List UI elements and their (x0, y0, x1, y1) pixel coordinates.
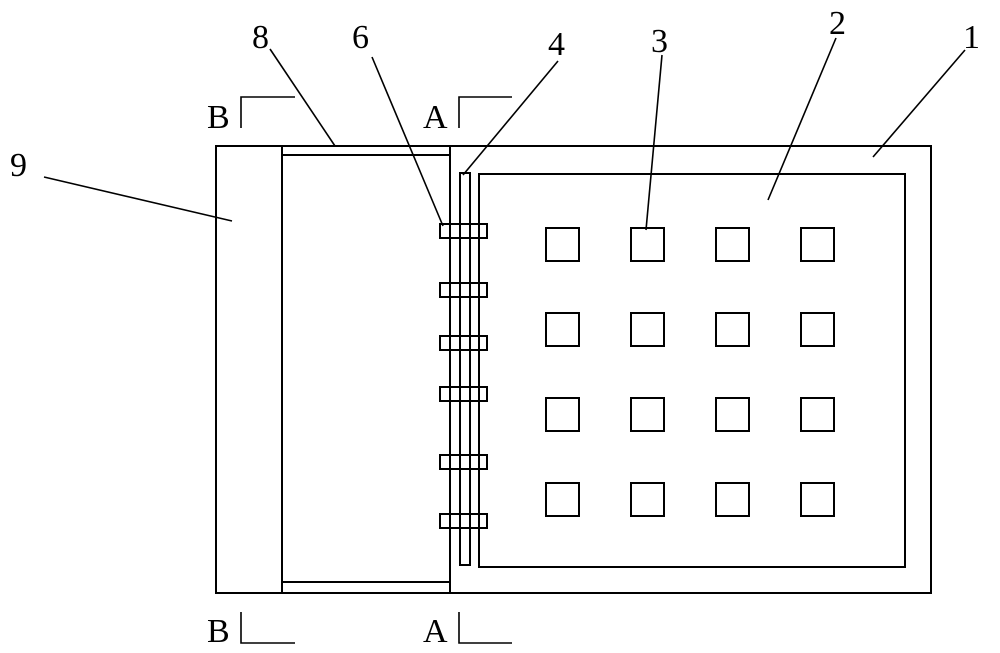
section-bracket-a-bottom (458, 612, 512, 644)
leader-line-8 (269, 48, 336, 147)
square-opening (800, 482, 835, 517)
hinge-clip (439, 335, 488, 351)
square-opening (630, 482, 665, 517)
label-8: 8 (252, 19, 269, 56)
outer-frame (215, 145, 932, 594)
label-4: 4 (548, 26, 565, 63)
label-1: 1 (963, 19, 980, 56)
section-bracket-a-top (458, 96, 512, 128)
section-label-b-top: B (207, 99, 230, 136)
leader-line-2 (767, 37, 837, 201)
square-opening (545, 312, 580, 347)
square-opening (715, 227, 750, 262)
square-opening (545, 482, 580, 517)
leader-line-9 (43, 176, 233, 222)
hinge-clip (439, 282, 488, 298)
leader-line-1 (872, 49, 966, 158)
section-bracket-b-bottom (240, 612, 295, 644)
hinge-rod (459, 172, 471, 566)
square-openings-grid (545, 227, 835, 517)
square-opening (545, 227, 580, 262)
leader-line-3 (645, 54, 663, 231)
hinge-clip (439, 454, 488, 470)
section-bracket-b-top (240, 96, 295, 128)
hinge-clip (439, 223, 488, 239)
section-label-a-bottom: A (423, 613, 448, 650)
hinge-clips (439, 223, 488, 529)
leader-line-6 (371, 56, 444, 227)
section-label-b-bottom: B (207, 613, 230, 650)
label-6: 6 (352, 19, 369, 56)
hinge-clip (439, 386, 488, 402)
leader-line-4 (462, 60, 559, 176)
section-label-a-top: A (423, 99, 448, 136)
square-opening (715, 482, 750, 517)
square-opening (630, 312, 665, 347)
square-opening (630, 227, 665, 262)
inner-panel (478, 173, 906, 568)
square-opening (715, 397, 750, 432)
label-2: 2 (829, 5, 846, 42)
square-opening (545, 397, 580, 432)
hinge-clip (439, 513, 488, 529)
square-opening (630, 397, 665, 432)
label-3: 3 (651, 23, 668, 60)
label-9: 9 (10, 147, 27, 184)
square-opening (715, 312, 750, 347)
square-opening (800, 227, 835, 262)
square-opening (800, 397, 835, 432)
square-opening (800, 312, 835, 347)
